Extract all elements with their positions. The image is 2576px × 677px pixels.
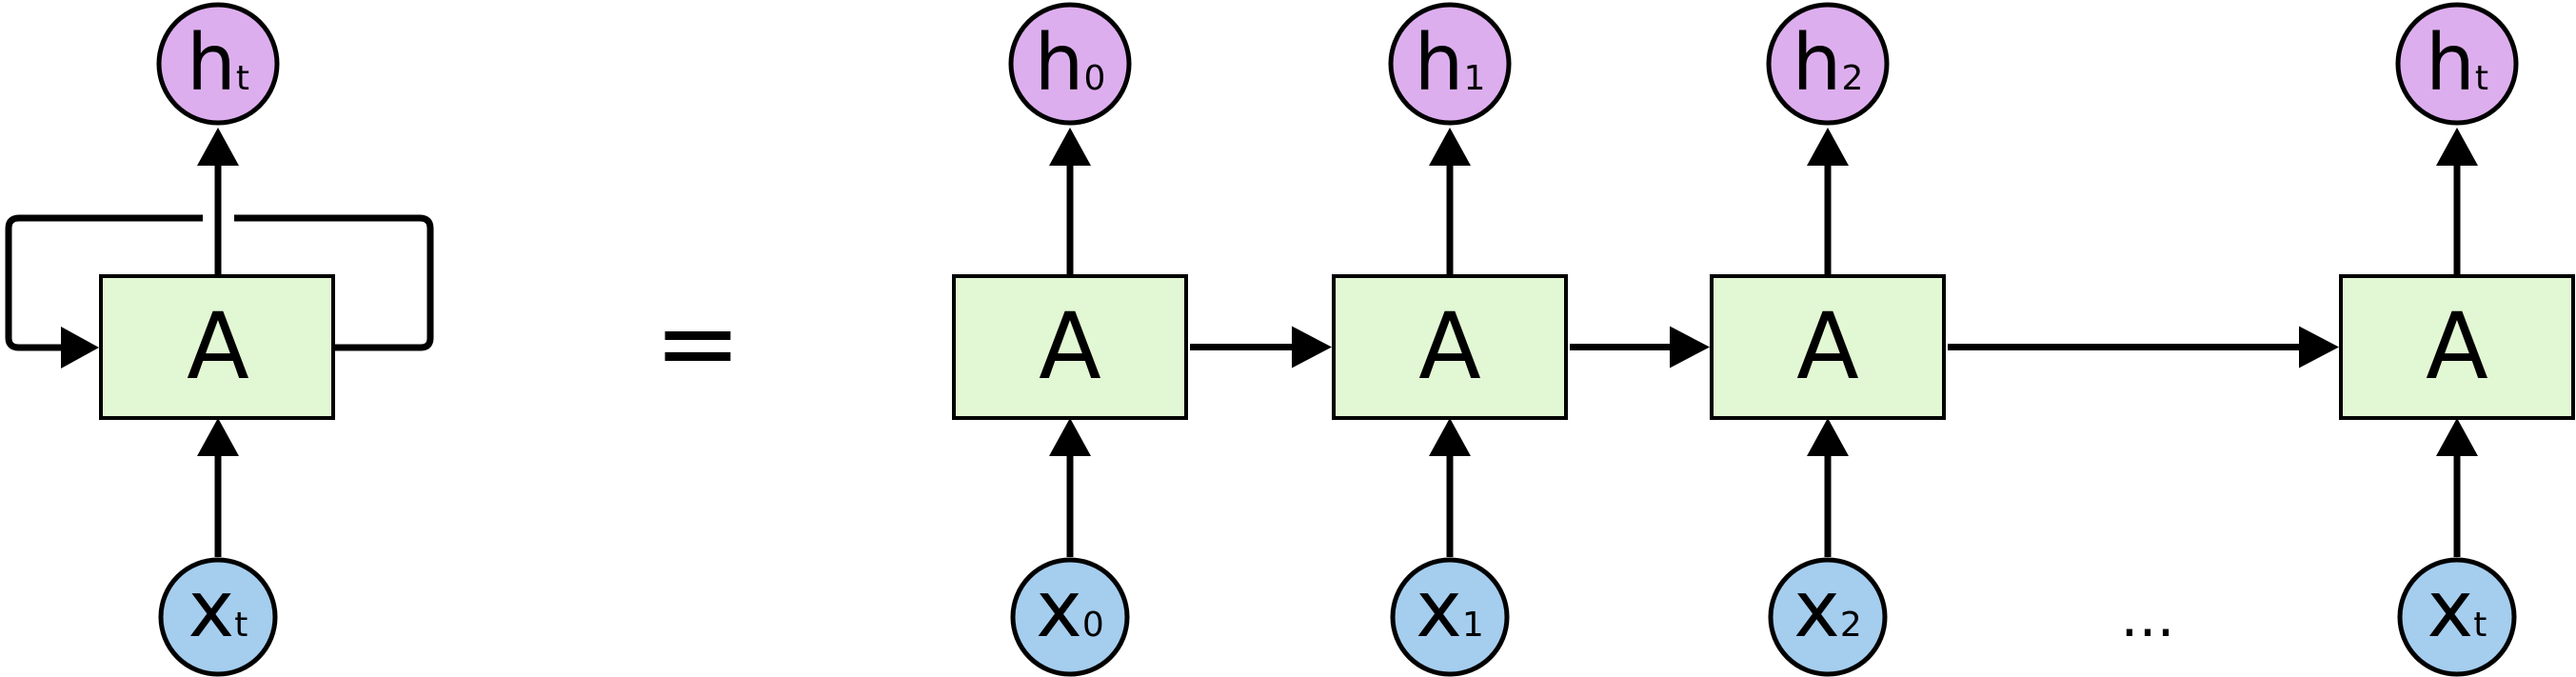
folded-output-label: ht — [187, 18, 249, 109]
hidden-state-arrowhead-2 — [1670, 326, 1710, 368]
input-node-0 — [1010, 557, 1130, 677]
output-label-0: h0 — [1035, 18, 1106, 109]
cell-label-3: A — [2426, 293, 2488, 400]
input-arrowhead-3 — [2436, 418, 2478, 456]
cell-box-3 — [2339, 274, 2575, 420]
time-step-1: Ah1 x1 — [1190, 2, 1568, 677]
hidden-state-arrowhead-1 — [1292, 326, 1332, 368]
input-label-2: x2 — [1793, 565, 1861, 655]
input-node-2 — [1768, 557, 1888, 677]
folded-cell-box — [99, 274, 335, 420]
output-label-2: h2 — [1793, 18, 1864, 109]
cell-box-1 — [1332, 274, 1568, 420]
input-node-1 — [1390, 557, 1510, 677]
output-arrowhead-1 — [1429, 128, 1471, 166]
cell-label-2: A — [1796, 293, 1859, 400]
input-label-0: x0 — [1036, 565, 1103, 655]
cell-box-2 — [1710, 274, 1946, 420]
folded-input-label: xt — [188, 565, 248, 655]
recurrent-loop-right — [234, 214, 434, 351]
cell-box-0 — [952, 274, 1188, 420]
ellipsis: ... — [2120, 584, 2174, 650]
recurrent-loop-arrowhead — [61, 327, 99, 368]
folded-input-arrowhead — [197, 418, 239, 456]
time-step-3: Aht xt — [1948, 2, 2575, 677]
output-arrowhead-0 — [1049, 128, 1091, 166]
folded-output-node — [156, 2, 280, 126]
input-node-3 — [2397, 557, 2517, 677]
input-label-3: xt — [2427, 565, 2487, 655]
input-arrowhead-1 — [1429, 418, 1471, 456]
input-arrowhead-0 — [1049, 418, 1091, 456]
folded-cell-label: A — [187, 293, 249, 400]
output-node-2 — [1766, 2, 1890, 126]
cell-label-0: A — [1039, 293, 1101, 400]
recurrent-loop-left — [5, 214, 203, 351]
time-step-2: Ah2 x2 — [1570, 2, 1946, 677]
output-node-0 — [1008, 2, 1132, 126]
folded-rnn: A ht xt — [5, 2, 434, 677]
output-label-3: ht — [2426, 18, 2488, 109]
folded-output-arrowhead — [197, 128, 239, 166]
cell-label-1: A — [1418, 293, 1481, 400]
input-label-1: x1 — [1416, 565, 1483, 655]
folded-input-node — [158, 557, 278, 677]
equals-sign: = — [654, 282, 742, 404]
hidden-state-arrowhead-3 — [2299, 326, 2339, 368]
output-arrowhead-2 — [1807, 128, 1849, 166]
input-arrowhead-2 — [1807, 418, 1849, 456]
output-label-1: h1 — [1415, 18, 1486, 109]
output-node-3 — [2395, 2, 2519, 126]
time-step-0: Ah0 x0 — [952, 2, 1188, 677]
output-node-1 — [1388, 2, 1512, 126]
output-arrowhead-3 — [2436, 128, 2478, 166]
unrolled-chain: Ah0 x0 Ah1 x1 Ah2 x2 Aht xt — [952, 2, 2575, 677]
